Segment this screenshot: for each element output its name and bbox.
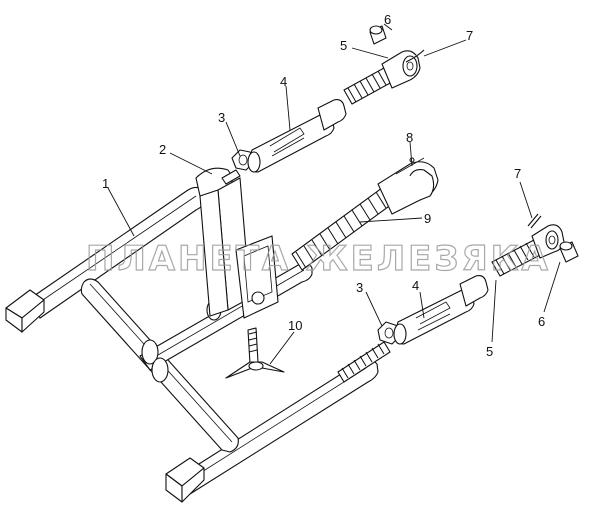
leader-lines	[107, 23, 561, 365]
screw-upper	[343, 50, 421, 105]
cotter-lower	[527, 213, 542, 229]
main-screw	[291, 187, 393, 271]
callout-8: 8	[406, 130, 413, 145]
lower-rod-thread	[337, 341, 391, 383]
sleeve-lower	[393, 275, 489, 345]
callout-7-upper: 7	[466, 28, 473, 43]
cotter-upper	[405, 49, 425, 63]
callout-4-upper: 4	[280, 74, 287, 89]
callout-4-lower: 4	[412, 278, 419, 293]
callout-5-upper: 5	[340, 38, 347, 53]
watermark-text: ПЛАНЕТА ЖЕЛЕЗЯКА	[86, 239, 551, 279]
main-screw-head	[377, 157, 439, 215]
bracket	[195, 167, 279, 319]
callout-3-upper: 3	[218, 110, 225, 125]
callout-2: 2	[159, 142, 166, 157]
wing-bolt	[225, 327, 285, 379]
screw-lower	[491, 224, 565, 277]
pin-lower	[559, 241, 579, 263]
callout-5-lower: 5	[486, 344, 493, 359]
callout-labels: 1 2 3 4 5 6 7 8 9 10 3 4 5 6 7	[102, 12, 545, 359]
callout-1: 1	[102, 176, 109, 191]
sleeve-upper	[247, 99, 347, 173]
callout-6-lower: 6	[538, 314, 545, 329]
callout-6-upper: 6	[384, 12, 391, 27]
frame-assembly	[5, 186, 391, 503]
callout-10: 10	[288, 318, 302, 333]
callout-3-lower: 3	[356, 280, 363, 295]
pin-upper	[369, 25, 387, 45]
callout-7-lower: 7	[514, 166, 521, 181]
callout-9: 9	[424, 211, 431, 226]
